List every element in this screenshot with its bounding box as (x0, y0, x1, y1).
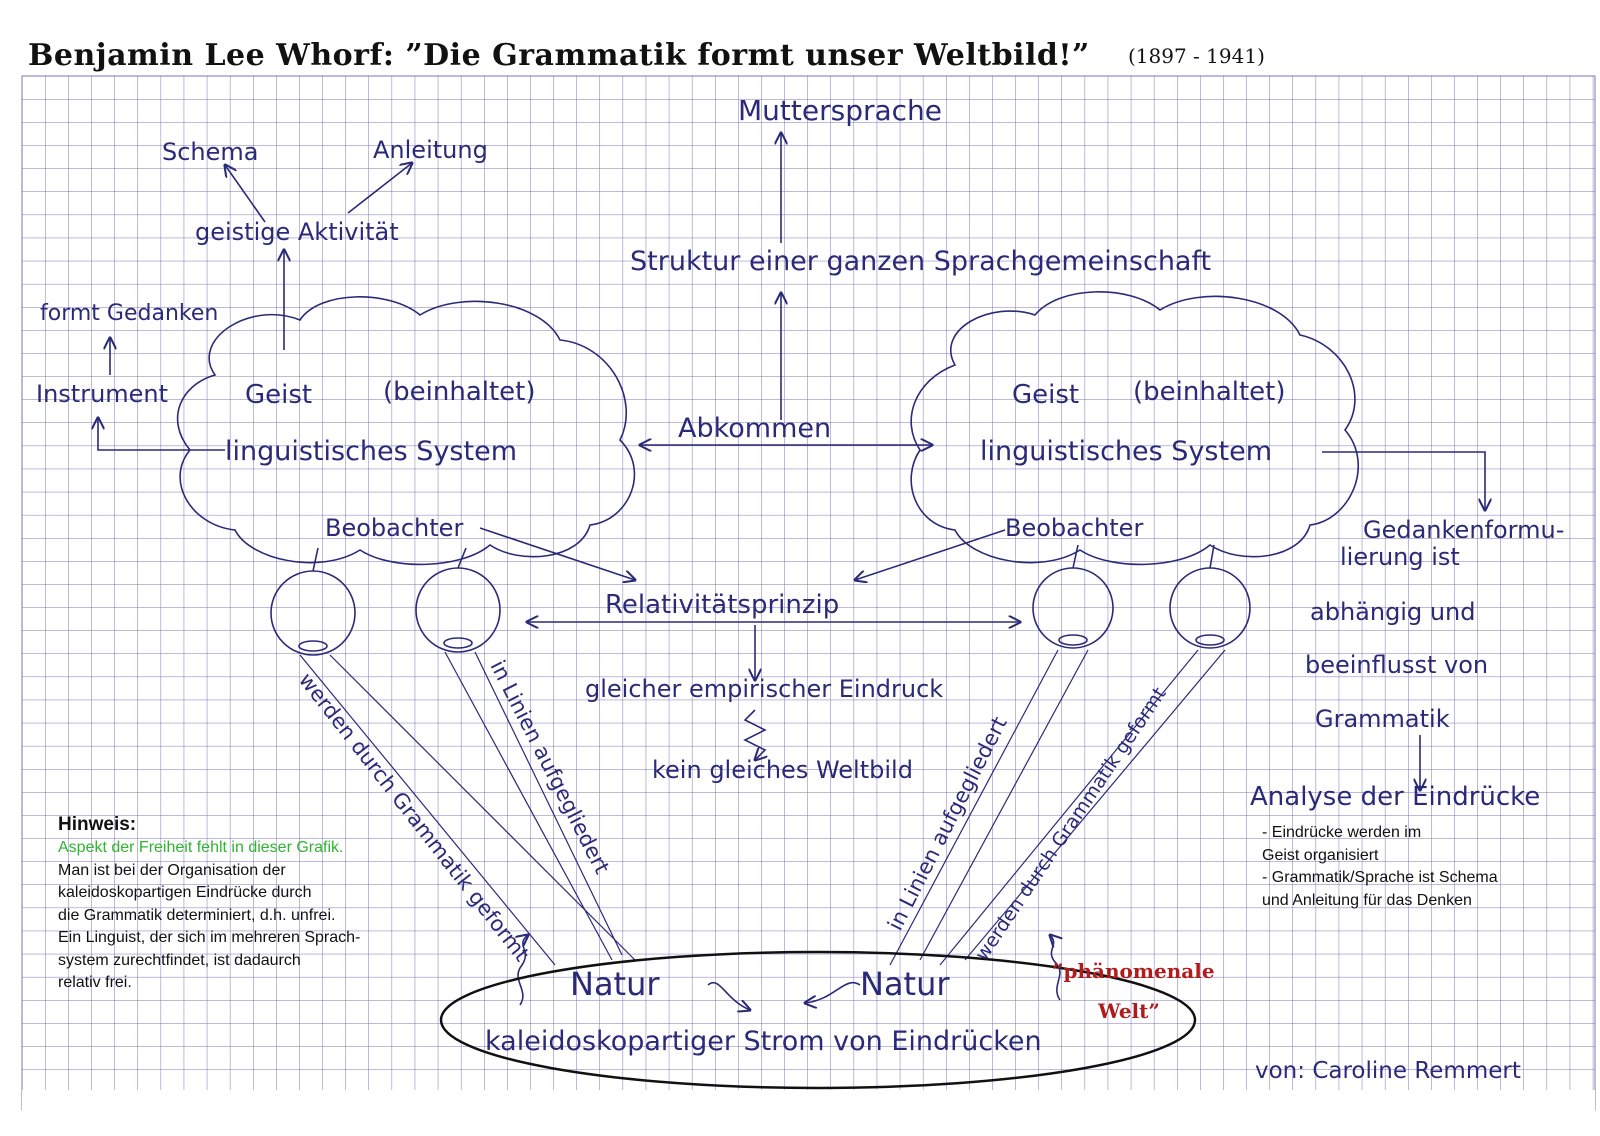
label-kein-weltbild: kein gleiches Weltbild (652, 756, 913, 784)
label-author: von: Caroline Remmert (1255, 1058, 1521, 1084)
label-anleitung: Anleitung (373, 136, 488, 164)
label-gedanken-3: abhängig und (1310, 598, 1476, 626)
analyse-notes: - Eindrücke werden im Geist organisiert … (1262, 822, 1592, 912)
label-formt-gedanken: formt Gedanken (40, 301, 218, 326)
label-beinhaltet-right: (beinhaltet) (1133, 377, 1286, 407)
label-strom: kaleidoskopartiger Strom von Eindrücken (485, 1026, 1042, 1057)
analyse-note-line: - Eindrücke werden im (1262, 822, 1592, 845)
hinweis-heading: Hinweis: (58, 813, 438, 837)
label-beobachter-right: Beobachter (1005, 514, 1143, 542)
label-gedanken-1: Gedankenformu- (1363, 516, 1564, 544)
hinweis-line: relativ frei. (58, 972, 438, 995)
hinweis-line: system zurechtfindet, ist dadaurch (58, 950, 438, 973)
hinweis-green-line: Aspekt der Freiheit fehlt in dieser Graf… (58, 837, 438, 860)
page-title: Benjamin Lee Whorf: ”Die Grammatik formt… (28, 38, 1090, 73)
analyse-note-line: - Grammatik/Sprache ist Schema (1262, 867, 1592, 890)
label-schema: Schema (162, 138, 259, 166)
label-beinhaltet-left: (beinhaltet) (383, 377, 536, 407)
label-ling-left: linguistisches System (225, 436, 517, 467)
analyse-note-line: Geist organisiert (1262, 845, 1592, 868)
label-analyse: Analyse der Eindrücke (1250, 782, 1540, 812)
hinweis-line: kaleidoskopartigen Eindrücke durch (58, 882, 438, 905)
label-muttersprache: Muttersprache (738, 94, 942, 127)
label-relativitaetsprinzip: Relativitätsprinzip (605, 590, 839, 620)
label-instrument: Instrument (36, 380, 168, 408)
label-gedanken-5: Grammatik (1315, 705, 1450, 733)
lifespan-years: (1897 - 1941) (1128, 44, 1265, 68)
hinweis-note: Hinweis: Aspekt der Freiheit fehlt in di… (58, 813, 438, 995)
hinweis-line: Ein Linguist, der sich im mehreren Sprac… (58, 927, 438, 950)
hinweis-line: die Grammatik determiniert, d.h. unfrei. (58, 905, 438, 928)
label-struktur: Struktur einer ganzen Sprachgemeinschaft (630, 246, 1211, 277)
label-gedanken-4: beeinflusst von (1305, 651, 1488, 679)
label-natur-right: Natur (860, 965, 950, 1003)
label-geistige-aktivitaet: geistige Aktivität (195, 218, 399, 246)
label-gleicher-eindruck: gleicher empirischer Eindruck (585, 675, 943, 703)
label-gedanken-2: lierung ist (1340, 543, 1460, 571)
label-geist-left: Geist (245, 380, 312, 410)
label-abkommen: Abkommen (678, 413, 831, 444)
label-beobachter-left: Beobachter (325, 514, 463, 542)
label-geist-right: Geist (1012, 380, 1079, 410)
analyse-note-line: und Anleitung für das Denken (1262, 890, 1592, 913)
hinweis-line: Man ist bei der Organisation der (58, 860, 438, 883)
label-welt: Welt” (1097, 999, 1160, 1023)
label-phaenomenale: ”phänomenale (1052, 959, 1215, 983)
label-natur-left: Natur (570, 965, 660, 1003)
label-ling-right: linguistisches System (980, 436, 1272, 467)
